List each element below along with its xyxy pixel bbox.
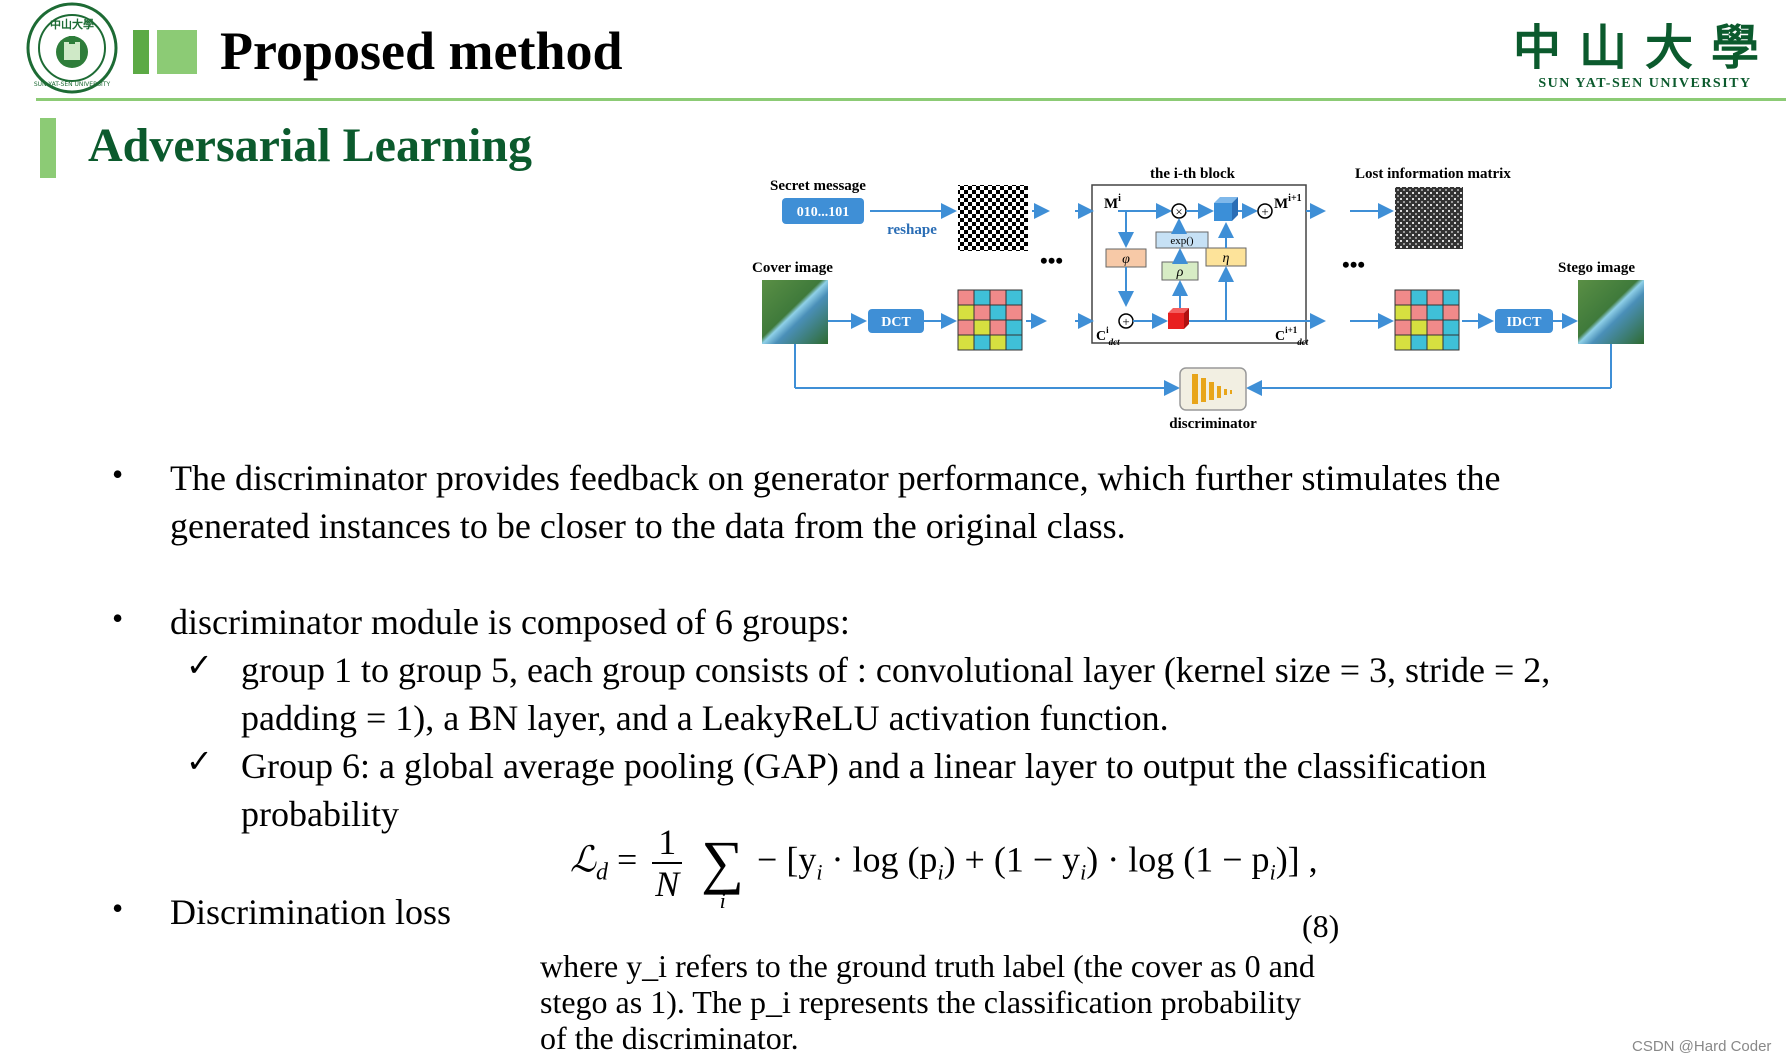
bullet-2-line-1: discriminator module is composed of 6 gr… — [170, 602, 850, 642]
ellipsis-right: ••• — [1342, 252, 1365, 277]
dct-label: DCT — [881, 315, 911, 330]
university-logo: 中山大學 SUN YAT-SEN UNIVERSITY — [26, 2, 118, 94]
ellipsis-left: ••• — [1040, 248, 1063, 273]
check-1-line-1: group 1 to group 5, each group consists … — [241, 650, 1551, 690]
cube-icon — [1214, 197, 1238, 221]
svg-text:+: + — [1122, 314, 1129, 329]
header-divider — [36, 98, 1786, 101]
stego-image-label: Stego image — [1558, 260, 1635, 276]
check-1-line-2: padding = 1), a BN layer, and a LeakyReL… — [241, 698, 1169, 738]
explanation-line-3: of the discriminator. — [540, 1020, 799, 1056]
m-input-label: Mi — [1104, 193, 1121, 212]
bullet-marker-1: • — [112, 456, 124, 492]
svg-text:×: × — [1175, 204, 1182, 219]
title-accent-bar-light — [157, 30, 197, 74]
cover-image-label: Cover image — [752, 260, 833, 276]
secret-message-value: 010...101 — [797, 205, 850, 220]
m-output-label: Mi+1 — [1274, 193, 1302, 212]
checkmark-icon: ✓ — [186, 647, 213, 683]
university-brand: 中山大學 SUN YAT-SEN UNIVERSITY — [1512, 20, 1778, 95]
red-cube-icon — [1168, 308, 1189, 329]
svg-text:φ: φ — [1122, 252, 1130, 267]
check-2-line-1: Group 6: a global average pooling (GAP) … — [241, 746, 1487, 786]
loss-bullet: Discrimination loss — [170, 892, 451, 932]
c-output-label: Ci+1dct — [1275, 325, 1309, 347]
architecture-diagram: Secret message 010...101 reshape Cover i… — [740, 150, 1740, 440]
c-input-label: Cidct — [1096, 325, 1120, 347]
svg-text:η: η — [1223, 251, 1230, 266]
svg-text:exp(): exp() — [1170, 235, 1194, 247]
svg-text:中山大學: 中山大學 — [50, 17, 94, 31]
idct-label: IDCT — [1506, 315, 1542, 330]
cover-image — [762, 280, 828, 344]
svg-text:ρ: ρ — [1176, 265, 1184, 280]
explanation-line-2: stego as 1). The p_i represents the clas… — [540, 984, 1301, 1020]
section-title: Adversarial Learning — [88, 119, 532, 172]
lost-info-matrix — [1395, 187, 1463, 249]
secret-message-label: Secret message — [770, 178, 866, 194]
title-accent-bar-dark — [133, 30, 149, 74]
brand-english: SUN YAT-SEN UNIVERSITY — [1538, 76, 1752, 91]
watermark: CSDN @Hard Coder — [1632, 1038, 1772, 1055]
slide-title: Proposed method — [220, 21, 623, 81]
discriminator-label: discriminator — [1169, 416, 1257, 432]
section-accent-bar — [40, 118, 56, 178]
block-title: the i-th block — [1150, 166, 1236, 182]
checkmark-icon: ✓ — [186, 743, 213, 779]
explanation-line-1: where y_i refers to the ground truth lab… — [540, 948, 1315, 984]
check-2-line-2: probability — [241, 794, 399, 834]
stego-image — [1578, 280, 1644, 344]
bullet-marker-2: • — [112, 600, 124, 636]
discriminator-icon — [1192, 374, 1232, 404]
brand-chinese: 中山大學 — [1512, 20, 1777, 76]
secret-qr-matrix — [958, 185, 1028, 251]
dct-box — [868, 309, 924, 333]
bullet-1-line-1: The discriminator provides feedback on g… — [170, 458, 1501, 498]
equation-number: (8) — [1302, 908, 1340, 944]
dct-coefficient-grid — [957, 289, 1023, 351]
secret-message-box — [782, 198, 864, 224]
reshape-label: reshape — [887, 222, 937, 238]
bullet-marker-3: • — [112, 890, 124, 926]
idct-box — [1495, 309, 1553, 333]
svg-text:SUN YAT-SEN UNIVERSITY: SUN YAT-SEN UNIVERSITY — [34, 81, 111, 88]
svg-text:+: + — [1261, 204, 1268, 219]
lost-info-label: Lost information matrix — [1355, 166, 1511, 182]
stego-dct-grid — [1394, 289, 1460, 351]
bullet-1-line-2: generated instances to be closer to the … — [170, 506, 1126, 546]
add-op-icon — [1257, 203, 1273, 219]
